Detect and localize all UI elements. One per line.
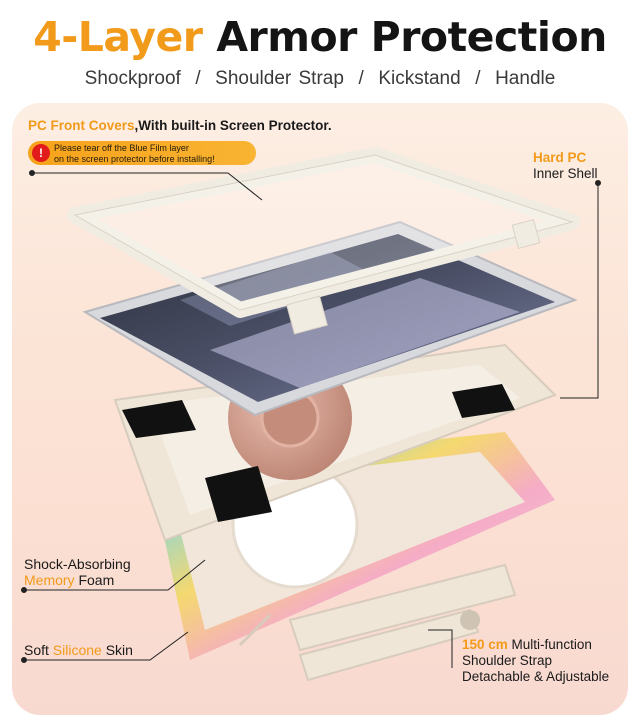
strap-rest: Multi-function xyxy=(507,637,592,652)
shoulder-strap-callout: 150 cm Multi-function Shoulder Strap Det… xyxy=(462,637,609,685)
page-title: 4-Layer Armor Protection xyxy=(0,12,640,62)
foam-highlight: Memory xyxy=(24,572,75,588)
title-accent: 4-Layer xyxy=(33,13,203,61)
warning-banner: ! Please tear off the Blue Film layer on… xyxy=(28,141,256,165)
pc-front-cover-frame xyxy=(67,147,580,335)
foam-rest: Foam xyxy=(74,572,115,588)
hard-pc-callout: Hard PC Inner Shell xyxy=(533,150,598,182)
strap-highlight: 150 cm xyxy=(462,637,508,652)
hard-pc-line-2: Inner Shell xyxy=(533,166,598,181)
memory-foam-callout: Shock-Absorbing Memory Foam xyxy=(24,556,131,588)
header: 4-Layer Armor Protection Shockproof / Sh… xyxy=(0,0,640,100)
strap-line-3: Detachable & Adjustable xyxy=(462,669,610,684)
front-cover-callout: PC Front Covers,With built-in Screen Pro… xyxy=(28,118,332,134)
foam-line-1: Shock-Absorbing xyxy=(24,556,131,572)
warning-line-1: Please tear off the Blue Film layer xyxy=(54,143,189,153)
front-cover-text: ,With built-in Screen Protector. xyxy=(134,118,332,133)
warning-icon: ! xyxy=(32,144,50,162)
front-cover-highlight: PC Front Covers xyxy=(28,118,135,133)
skin-highlight: Silicone xyxy=(52,642,102,658)
skin-rest: Skin xyxy=(101,642,133,658)
shoulder-strap xyxy=(238,563,517,682)
warning-line-2: on the screen protector before installin… xyxy=(54,153,215,164)
silicone-skin-callout: Soft Silicone Skin xyxy=(24,642,133,658)
callout-lines xyxy=(21,170,601,668)
skin-prefix: Soft xyxy=(24,642,53,658)
hard-pc-line-1: Hard PC xyxy=(533,150,587,165)
title-rest: Armor Protection xyxy=(216,13,607,61)
strap-line-2: Shoulder Strap xyxy=(462,653,553,668)
feature-subtitle: Shockproof / Shoulder Strap / Kickstand … xyxy=(84,68,556,89)
